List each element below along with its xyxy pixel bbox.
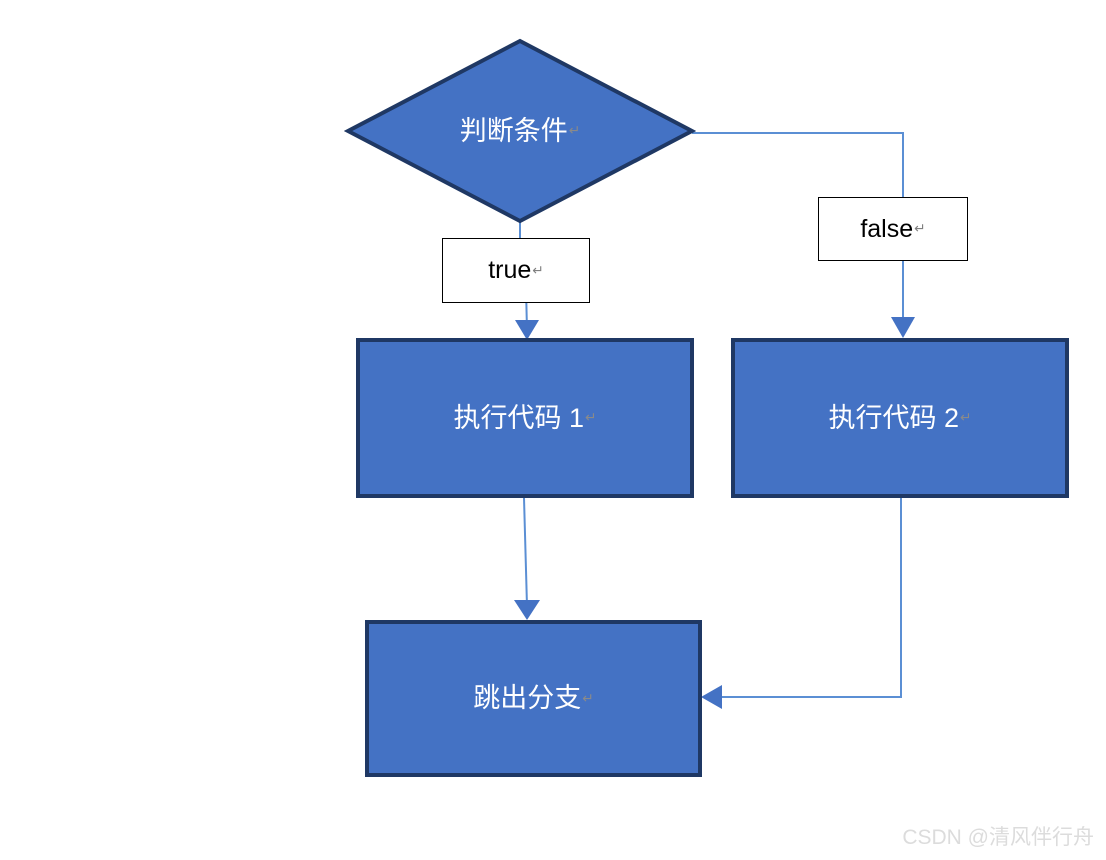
watermark: CSDN @清风伴行舟 — [902, 826, 1094, 849]
pilcrow-icon: ↵ — [585, 410, 597, 425]
node-code1[interactable]: 执行代码 1↵ — [356, 338, 694, 498]
edge-label-true[interactable]: true↵ — [442, 238, 590, 303]
edge-label-false-text: false — [860, 214, 914, 243]
arrowhead-code1 — [515, 320, 539, 340]
edge-label-false[interactable]: false↵ — [818, 197, 968, 261]
pilcrow-icon: ↵ — [960, 410, 972, 425]
edge-code2-to-exit — [714, 498, 902, 698]
diamond-shape — [343, 38, 697, 224]
node-exit-label: 跳出分支 — [473, 683, 582, 713]
pilcrow-icon: ↵ — [532, 262, 544, 278]
arrowhead-exit-top — [514, 600, 540, 620]
pilcrow-icon: ↵ — [582, 690, 594, 706]
arrowhead-code2 — [891, 317, 915, 338]
node-exit[interactable]: 跳出分支↵ — [365, 620, 702, 777]
node-code2-label: 执行代码 2 — [828, 402, 959, 433]
arrowhead-exit-right — [701, 685, 722, 709]
edge-label-true-text: true — [488, 256, 532, 284]
node-code1-label: 执行代码 1 — [453, 402, 584, 433]
pilcrow-icon: ↵ — [914, 221, 926, 236]
node-decision[interactable]: 判断条件↵ — [343, 37, 697, 225]
node-code2[interactable]: 执行代码 2↵ — [731, 338, 1069, 498]
edge-code1-to-exit — [523, 497, 528, 607]
